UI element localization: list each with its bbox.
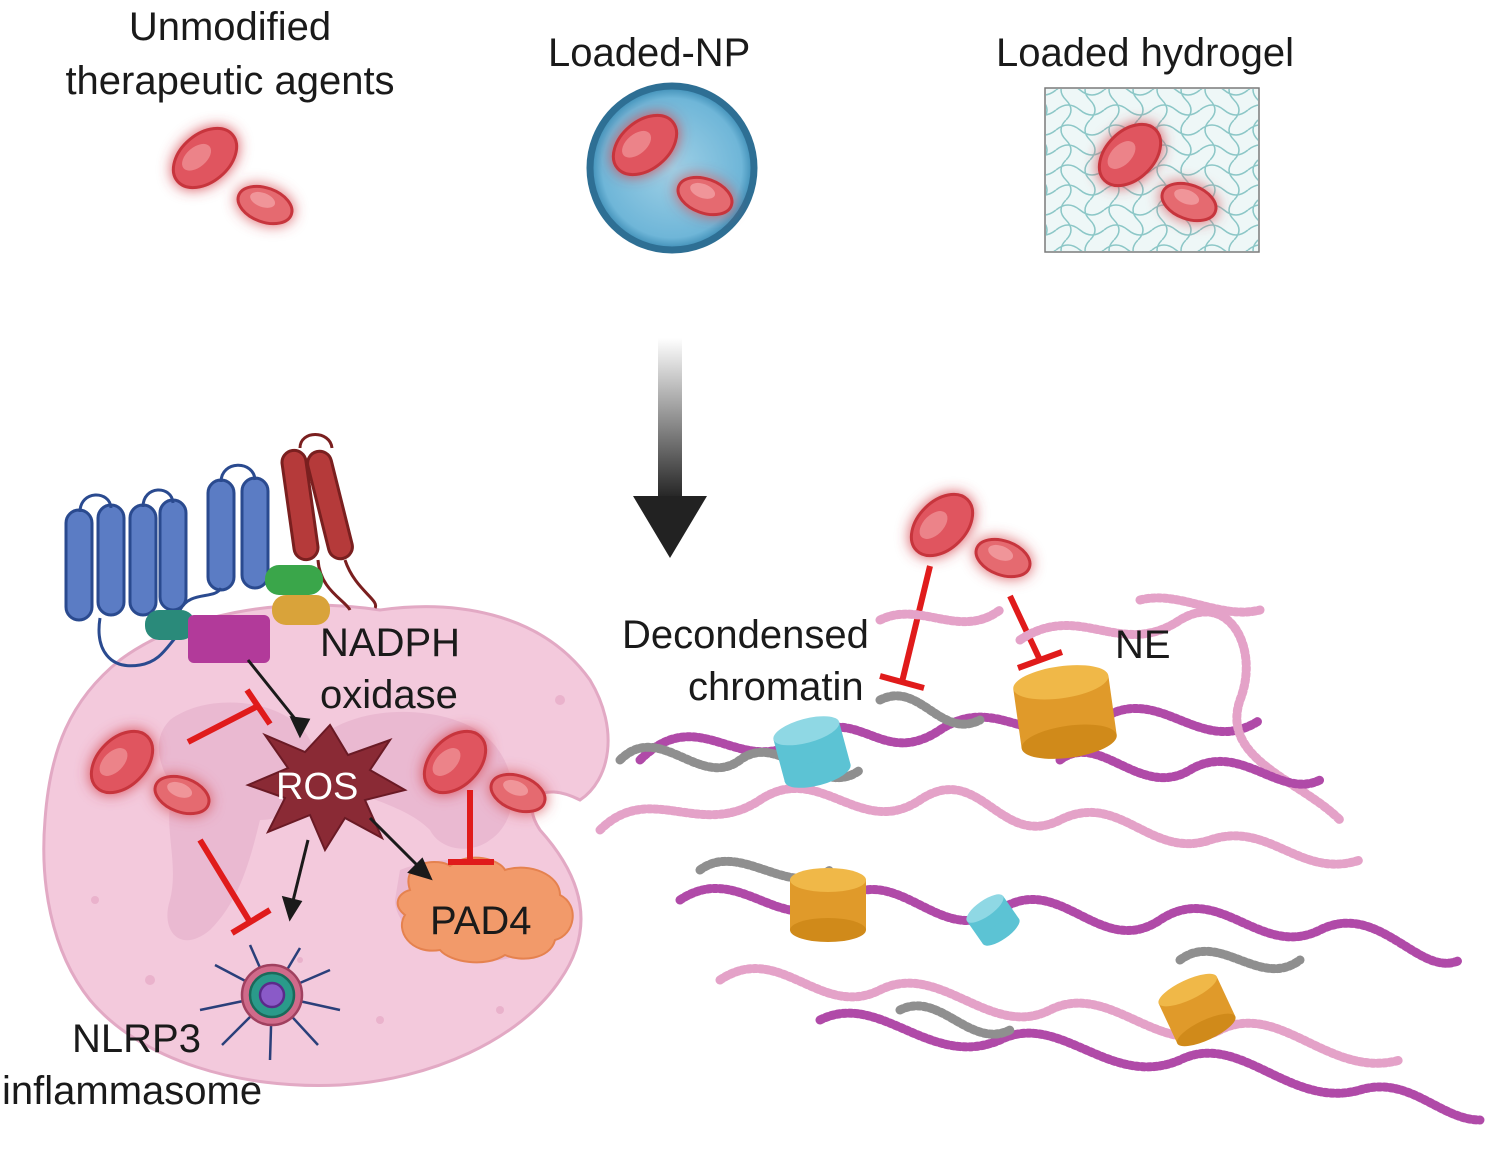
activation-arrows <box>246 659 433 922</box>
loaded-np-label: Loaded-NP <box>548 31 751 75</box>
decondensed-line2: chromatin <box>688 665 864 709</box>
inhibition-lines <box>186 565 1064 936</box>
gp91-receptor-icon <box>280 448 354 562</box>
nadph-line1: NADPH <box>320 621 461 665</box>
hydrogel-icon <box>1044 87 1260 253</box>
ne-label: NE <box>1115 623 1171 667</box>
nucleus-lobe <box>158 702 317 941</box>
unmodified-line2: therapeutic agents <box>65 59 395 103</box>
unmodified-agents-label: Unmodified therapeutic agents <box>40 4 420 104</box>
membrane-receptor-icon <box>64 476 270 622</box>
process-arrow-icon <box>633 338 707 558</box>
unmodified-agents-icon <box>160 114 299 233</box>
ros-icon <box>245 723 408 853</box>
pad4-label: PAD4 <box>430 899 532 943</box>
ne-icon <box>790 665 1236 1047</box>
loaded-hydrogel-label: Loaded hydrogel <box>996 31 1295 75</box>
nadph-line2: oxidase <box>320 673 458 717</box>
gp91-tail <box>298 433 378 611</box>
receptor-loop <box>78 463 257 668</box>
nlrp3-inflammasome-icon <box>199 944 341 1061</box>
unmodified-line1: Unmodified <box>128 5 332 49</box>
nlrp3-label: NLRP3 inflammasome <box>2 1016 262 1114</box>
ros-label: ROS <box>276 766 359 808</box>
nlrp3-line1: NLRP3 <box>72 1017 201 1061</box>
decondensed-line1: Decondensed <box>622 613 869 657</box>
nadph-oxidase-label: NADPH oxidase <box>320 620 460 718</box>
decondensed-chromatin-label: Decondensed chromatin <box>622 612 869 710</box>
nanoparticle-icon <box>586 82 758 254</box>
nlrp3-line2: inflammasome <box>2 1069 263 1113</box>
histone-icon <box>773 716 1020 946</box>
chromatin-strands <box>595 593 1485 1125</box>
nadph-oxidase-complex-icon <box>145 565 330 663</box>
drug-net-icon <box>898 481 1037 586</box>
